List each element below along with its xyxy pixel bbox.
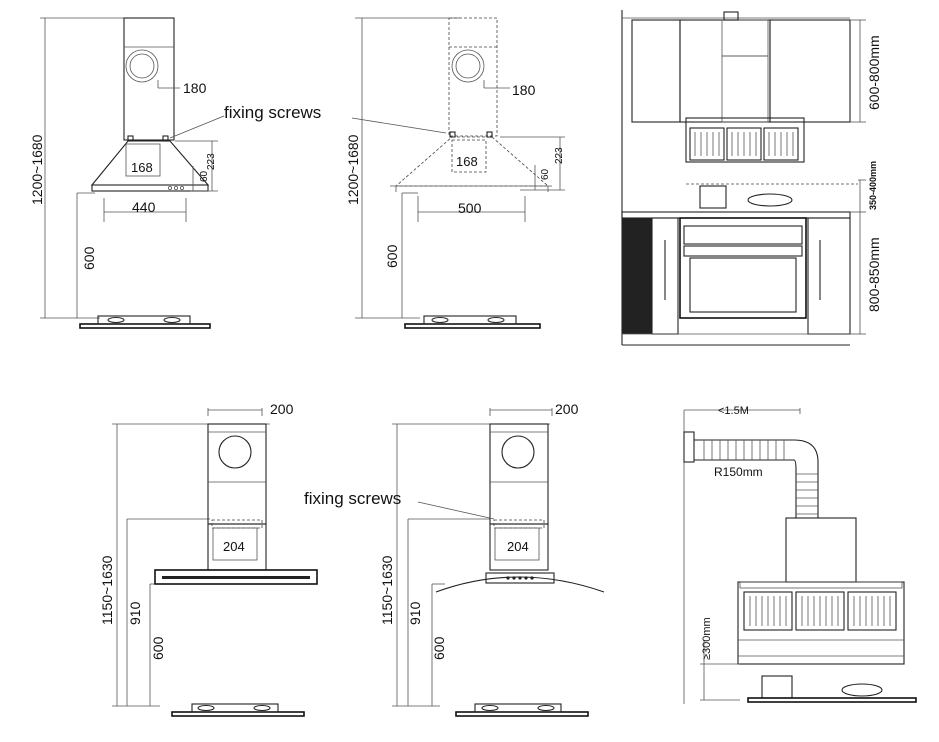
fan-outlet-icon xyxy=(218,435,252,469)
dim-body-width: 168 xyxy=(456,154,478,169)
dim-910: 910 xyxy=(127,601,143,625)
flexible-duct xyxy=(694,439,819,518)
dim-223: 223 xyxy=(206,153,217,170)
oven xyxy=(679,217,807,319)
cooktop xyxy=(171,711,305,717)
cooktop xyxy=(747,697,917,703)
wall-cabinet-right xyxy=(769,19,851,123)
dim-total-height: 1150~1630 xyxy=(379,555,395,625)
range-hood xyxy=(685,117,805,163)
canopy xyxy=(394,136,550,187)
dim-bend-radius: R150mm xyxy=(714,465,763,479)
dim-total-height: 1200~1680 xyxy=(345,134,361,205)
chimney xyxy=(123,17,175,141)
panel-kitchen-elevation: 600-800mm 350-400mm 800-850mm xyxy=(621,10,882,346)
fixing-screws-label: fixing screws xyxy=(304,489,401,508)
fan-outlet-icon xyxy=(501,435,535,469)
dim-body-width: 204 xyxy=(507,539,529,554)
chimney xyxy=(489,423,549,525)
dim-total-height: 1200~1680 xyxy=(29,134,45,205)
range-hood xyxy=(737,581,905,665)
pot xyxy=(699,185,727,209)
pot xyxy=(761,675,793,699)
wok xyxy=(841,683,883,697)
cooktop xyxy=(455,711,589,717)
dim-hob-height: 600 xyxy=(384,244,400,268)
dim-duct-length: <1.5M xyxy=(718,405,749,417)
dim-60: 60 xyxy=(199,170,210,182)
dim-hood-width: 440 xyxy=(132,199,156,215)
panel-pyramid-hood-440: 180 fixing screws 168 223 60 440 1200~16… xyxy=(29,17,321,329)
dim-600: 600 xyxy=(431,636,447,660)
chimney xyxy=(207,423,267,525)
wall-cabinet-centre xyxy=(679,19,771,123)
fan-outlet-icon xyxy=(125,49,159,83)
dim-body-width: 168 xyxy=(131,160,153,175)
dim-counter-height: 800-850mm xyxy=(866,237,882,312)
wall-cabinet-left xyxy=(631,19,681,123)
dark-side-panel xyxy=(622,218,652,334)
dim-chimney-width: 200 xyxy=(270,401,294,417)
dim-chimney-width: 180 xyxy=(183,80,207,96)
chimney xyxy=(785,517,857,583)
dim-60: 60 xyxy=(540,168,551,180)
wok xyxy=(747,193,793,207)
cooktop xyxy=(404,323,541,329)
dim-chimney-width: 200 xyxy=(555,401,579,417)
dim-910: 910 xyxy=(407,601,423,625)
panel-pyramid-hood-500: 180 168 223 60 500 1200~1680 600 xyxy=(345,17,565,329)
dim-total-height: 1150~1630 xyxy=(99,555,115,625)
dim-chimney-width: 180 xyxy=(512,82,536,98)
dim-hob-height: 600 xyxy=(81,246,97,270)
dim-hood-clearance: 350-400mm xyxy=(868,161,878,210)
dim-body-width: 204 xyxy=(223,539,245,554)
dim-min-clearance: ≥300mm xyxy=(701,617,713,660)
dim-wall-cabinet: 600-800mm xyxy=(866,35,882,110)
fixing-screws-label: fixing screws xyxy=(224,103,321,122)
fan-outlet-icon xyxy=(451,49,485,83)
dim-600: 600 xyxy=(150,636,166,660)
panel-flat-hood: 200 204 1150~1630 910 600 xyxy=(99,401,318,717)
control-panel xyxy=(485,572,555,584)
panel-curved-hood: 200 fixing screws 204 1150~1630 910 600 xyxy=(304,401,605,717)
cooktop xyxy=(79,323,211,329)
glass-canopy xyxy=(154,569,318,585)
dim-223: 223 xyxy=(554,147,565,164)
hood-base xyxy=(91,184,209,192)
wall-vent xyxy=(683,431,695,463)
chimney xyxy=(448,17,498,137)
dim-hood-width: 500 xyxy=(458,200,482,216)
panel-duct-installation: <1.5M R150mm ≥300mm xyxy=(683,405,917,704)
